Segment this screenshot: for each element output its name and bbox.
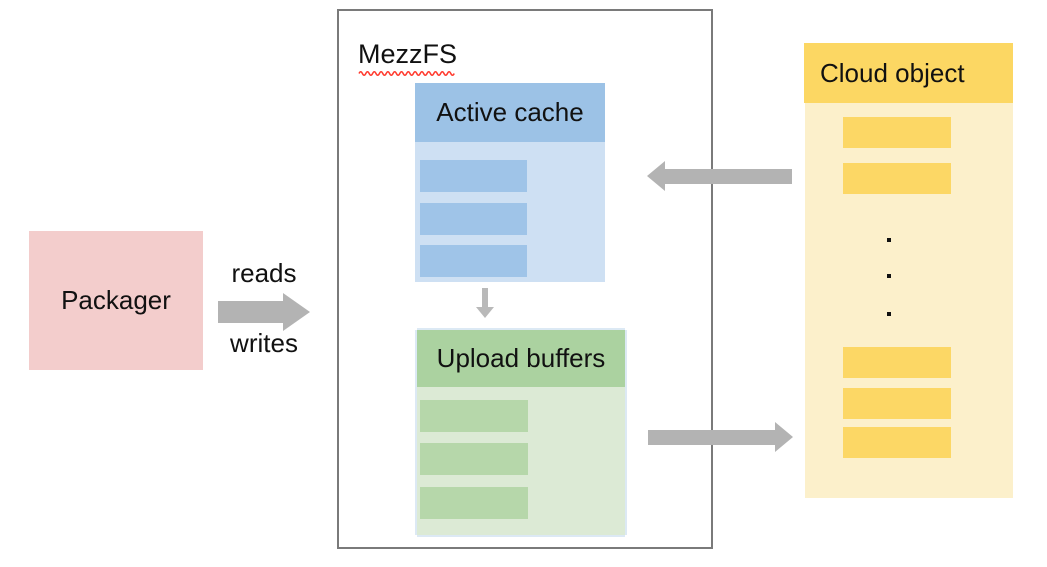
upload-buffers-label: Upload buffers (436, 343, 606, 373)
ellipsis-dot (887, 274, 891, 278)
active-cache-label: Active cache (436, 97, 584, 127)
cloud-to-mezzfs-arrow-icon (647, 161, 792, 191)
ellipsis-dot (887, 238, 891, 242)
cloud-object-part (843, 117, 951, 148)
packager-to-mezzfs-arrow-icon (218, 293, 310, 331)
cloud-object-part (843, 388, 951, 419)
mezzfs-to-cloud-arrow-icon (648, 422, 793, 452)
mezzfs-title: MezzFS (358, 39, 458, 69)
active-cache-entry (420, 203, 527, 235)
cloud-object-part (843, 427, 951, 458)
cloud-object-part (843, 163, 951, 194)
upload-buffer-entry (420, 400, 528, 432)
cache-to-buffers-arrow-icon (476, 288, 494, 318)
upload-buffer-entry (420, 443, 528, 475)
cloud-object-body (805, 103, 1013, 498)
active-cache-entry (420, 160, 527, 192)
packager-box: Packager (29, 231, 203, 370)
active-cache-entry (420, 245, 527, 277)
ellipsis-dot (887, 312, 891, 316)
writes-label: writes (230, 328, 298, 358)
active-cache-header: Active cache (415, 83, 605, 142)
cloud-object-header: Cloud object (804, 43, 1013, 103)
upload-buffers-header: Upload buffers (417, 330, 625, 387)
cloud-object-label: Cloud object (820, 57, 965, 88)
cloud-object-part (843, 347, 951, 378)
spellcheck-squiggle-icon (358, 71, 455, 76)
reads-label: reads (231, 258, 297, 288)
upload-buffers-body (417, 387, 625, 535)
mezzfs-container: MezzFS Active cache Upload buffers (337, 9, 713, 549)
upload-buffer-entry (420, 487, 528, 519)
packager-label: Packager (61, 285, 171, 315)
active-cache-body (415, 142, 605, 282)
